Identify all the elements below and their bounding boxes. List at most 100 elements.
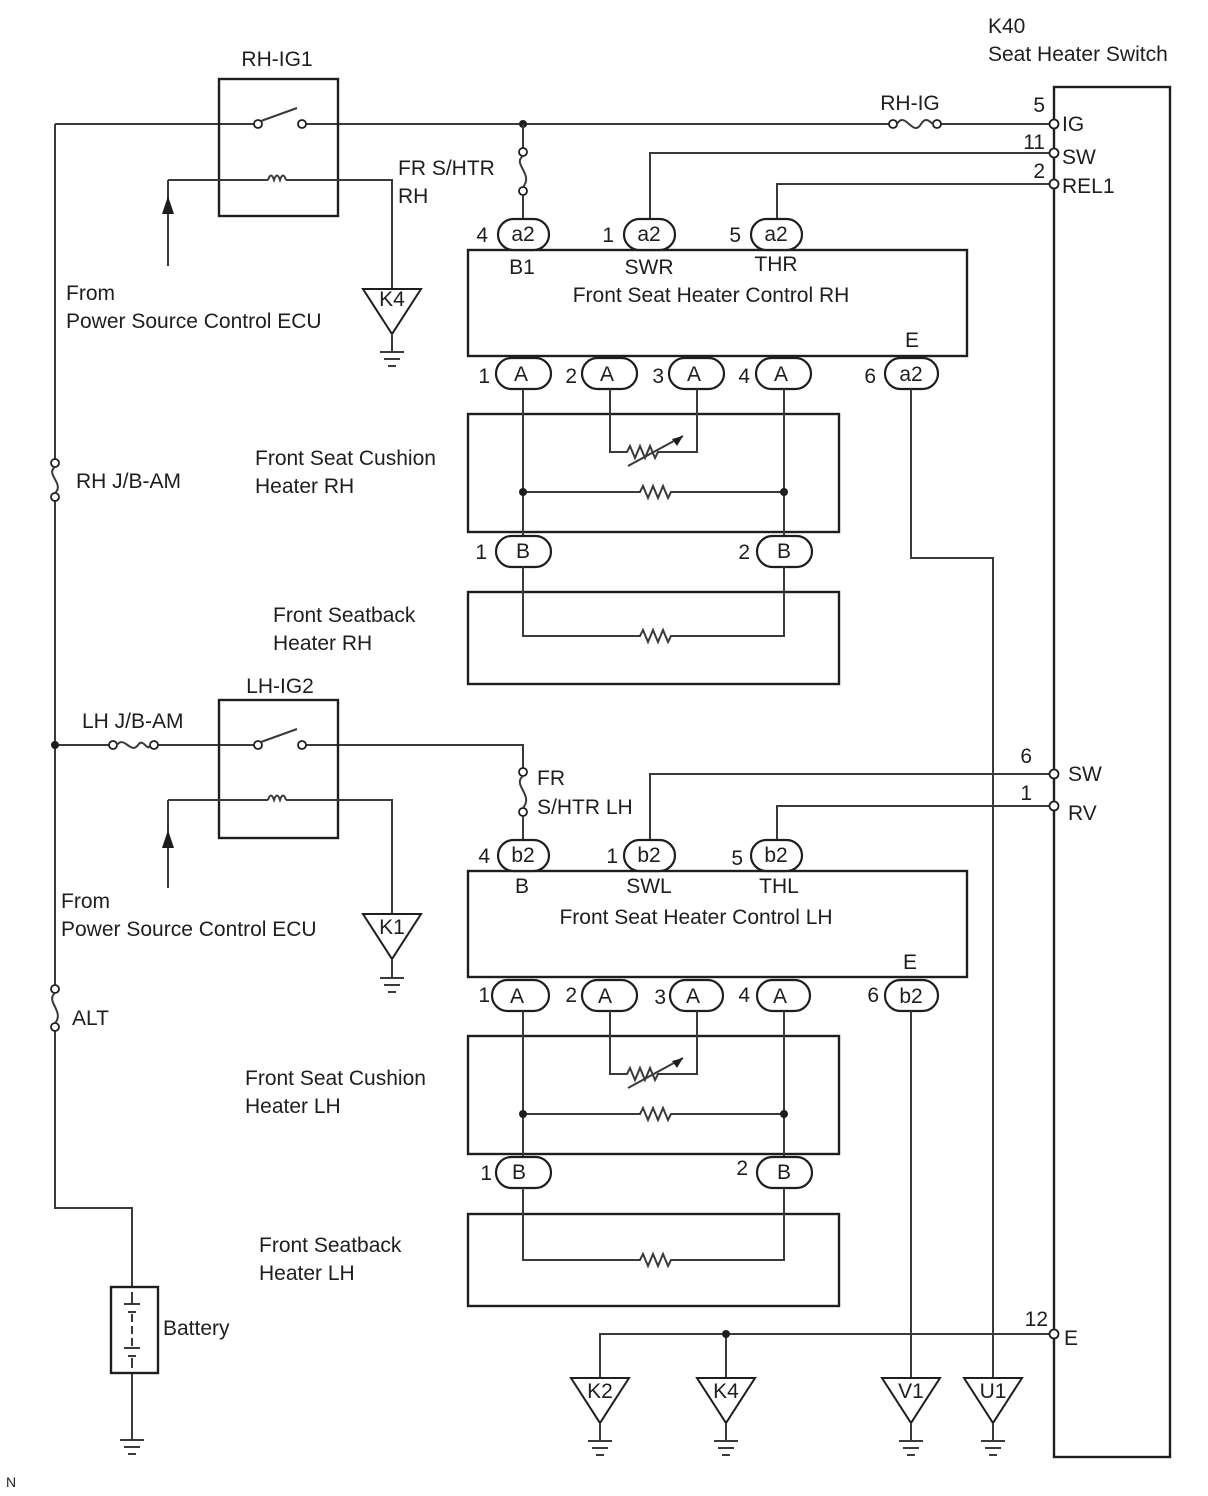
front-seatback-heater-rh: Front Seatback Heater RH [273, 567, 841, 686]
ground-k1-relay: K1 [361, 913, 423, 993]
ground-label: U1 [980, 1380, 1007, 1403]
fuse-label: ALT [72, 1007, 109, 1030]
pin-number: 4 [738, 984, 750, 1007]
fuse-label: RH-IG [880, 92, 940, 115]
switch-pin-name: SW [1062, 146, 1096, 169]
pin-number: 1 [602, 224, 614, 247]
fuse-label: RH [398, 185, 428, 208]
connector-label: B [512, 1161, 526, 1184]
pin-number: 1 [478, 984, 490, 1007]
front-seat-heater-control-lh: Front Seat Heater Control LH b2 4 B b2 1… [466, 773, 1054, 1378]
front-seat-cushion-heater-rh: Front Seat Cushion Heater RH B 1 B 2 [255, 389, 841, 569]
heater-label: Heater RH [255, 475, 354, 498]
fuse-fr-shtr-lh: FR S/HTR LH [518, 767, 633, 840]
ground-label: K1 [379, 916, 405, 939]
connector-label: B [777, 1161, 791, 1184]
connector-label: A [773, 985, 787, 1008]
ground-label: V1 [898, 1380, 924, 1403]
relay-rh-ig1: RH-IG1 [168, 48, 393, 289]
pin-number: 4 [738, 365, 750, 388]
front-seat-cushion-heater-lh: Front Seat Cushion Heater LH B 1 B 2 [245, 1011, 841, 1190]
heater-label: Front Seat Cushion [245, 1067, 426, 1090]
connector-label: b2 [764, 844, 787, 867]
battery-label: Battery [163, 1317, 230, 1340]
fuse-rh-jb-am: RH J/B-AM [50, 458, 181, 502]
ground-label: K4 [713, 1380, 739, 1403]
front-seat-heater-control-rh: Front Seat Heater Control RH a2 4 B1 a2 … [466, 152, 1054, 1378]
heater-label: Heater LH [245, 1095, 341, 1118]
connector-label: A [510, 985, 524, 1008]
pin-number: 2 [565, 365, 577, 388]
connector-label: a2 [637, 223, 660, 246]
pin-number: 5 [729, 224, 741, 247]
control-name: Front Seat Heater Control LH [559, 906, 832, 929]
pin-number: 4 [476, 224, 488, 247]
connector-label: A [774, 363, 788, 386]
connector-label: b2 [637, 844, 660, 867]
terminal-label: SWR [625, 256, 674, 279]
connector-label: A [687, 363, 701, 386]
switch-pin-name: RV [1068, 802, 1097, 825]
connector-label: b2 [511, 844, 534, 867]
fuse-lh-jb-am: LH J/B-AM [82, 710, 184, 750]
relay-label: LH-IG2 [246, 675, 314, 698]
from-ecu-lh: From Power Source Control ECU [61, 800, 317, 941]
fuse-label: FR S/HTR [398, 157, 495, 180]
connector-label: b2 [899, 985, 922, 1008]
fuse-rh-ig: RH-IG [880, 92, 942, 129]
connector-label: a2 [764, 223, 787, 246]
heater-label: Front Seatback [273, 604, 416, 627]
from-ecu-label: From [66, 282, 115, 305]
terminal-label: B [515, 875, 529, 898]
pin-number: 1 [480, 1162, 492, 1185]
main-supply-wires [51, 120, 1054, 1440]
connector-label: A [514, 363, 528, 386]
switch-pin-name: SW [1068, 763, 1102, 786]
ground-k4: K4 [695, 1377, 757, 1456]
switch-id: K40 [988, 15, 1025, 38]
ground-label: K2 [587, 1380, 613, 1403]
fuse-label: S/HTR LH [537, 796, 633, 819]
switch-pin-name: E [1064, 1327, 1078, 1350]
switch-pin-number: 5 [1033, 94, 1045, 117]
switch-terminals [1048, 118, 1060, 1340]
fuse-label: LH J/B-AM [82, 710, 184, 733]
pin-number: 2 [565, 984, 577, 1007]
pin-number: 1 [475, 541, 487, 564]
connector-label: B [516, 540, 530, 563]
connector-label: a2 [511, 223, 534, 246]
battery: Battery [109, 1285, 230, 1455]
heater-label: Heater LH [259, 1262, 355, 1285]
from-ecu-label: Power Source Control ECU [66, 310, 322, 333]
connector-label: A [686, 985, 700, 1008]
connector-label: A [600, 363, 614, 386]
from-ecu-rh: From Power Source Control ECU [66, 180, 322, 333]
switch-pin-number: 1 [1020, 782, 1032, 805]
terminal-label: THL [759, 875, 799, 898]
heater-label: Heater RH [273, 632, 372, 655]
pin-number: 3 [652, 365, 664, 388]
switch-pin-name: IG [1062, 113, 1084, 136]
ground-k4-relay: K4 [361, 288, 423, 367]
connector-label: B [777, 540, 791, 563]
terminal-label: E [905, 329, 919, 352]
heater-label: Front Seat Cushion [255, 447, 436, 470]
pin-number: 2 [738, 541, 750, 564]
seat-heater-switch: K40 Seat Heater Switch 5 IG 11 SW 2 REL1… [988, 15, 1172, 1459]
switch-pin-number: 6 [1020, 745, 1032, 768]
fuse-label: RH J/B-AM [76, 470, 181, 493]
fuse-alt: ALT [50, 984, 109, 1032]
pin-number: 5 [731, 847, 743, 870]
terminal-label: E [903, 951, 917, 974]
pin-number: 1 [478, 365, 490, 388]
ground-k2: K2 [569, 1377, 631, 1456]
ground-u1: U1 [962, 1377, 1024, 1456]
switch-pin-number: 2 [1033, 160, 1045, 183]
ground-v1: V1 [880, 1377, 942, 1456]
pin-number: 4 [478, 845, 490, 868]
connector-label: A [598, 985, 612, 1008]
ground-label: K4 [379, 288, 405, 311]
fuse-label: FR [537, 767, 565, 790]
from-ecu-label: From [61, 890, 110, 913]
